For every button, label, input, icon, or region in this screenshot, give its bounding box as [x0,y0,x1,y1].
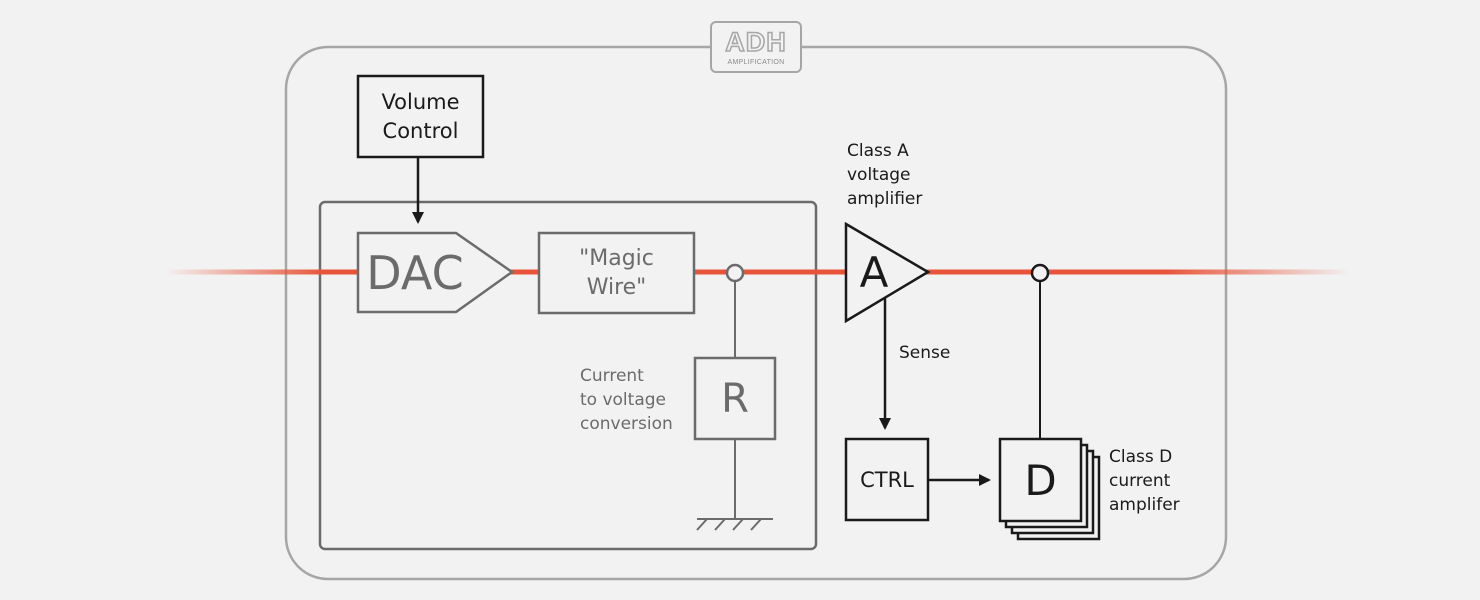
volume-control-label: Volume Control [381,89,460,143]
ctrl-label: CTRL [860,467,914,492]
logo-subtext: AMPLIFICATION [727,58,785,66]
logo-badge [710,21,802,73]
dac-module-enclosure [318,200,818,551]
dac-label: DAC [366,245,464,300]
class-d-caption: Class D current amplifer [1109,447,1180,515]
resistor-box [693,356,777,441]
class-a-amplifier [844,221,931,324]
magic-wire-label: "Magic Wire" [579,246,654,300]
resistor-label: R [721,375,749,422]
dac-block [356,231,515,314]
volume-control-box [356,74,485,159]
ctrl-box [844,437,930,522]
class-a-symbol-label: A [859,247,889,297]
node-output [1030,263,1050,283]
class-d-stack [998,437,1101,541]
ground-symbol [696,518,773,531]
class-d-box [998,437,1083,523]
node-dac-output [725,263,745,283]
class-d-symbol-label: D [1024,455,1057,505]
sense-caption: Sense [899,343,951,363]
logo-mark: ADH [725,26,787,57]
current-conversion-caption: Current to voltage conversion [580,366,673,434]
logo: ADH AMPLIFICATION [711,22,801,72]
magic-wire-box [537,231,696,315]
class-a-caption: Class A voltage amplifier [847,141,923,209]
signal-path [165,269,1350,275]
